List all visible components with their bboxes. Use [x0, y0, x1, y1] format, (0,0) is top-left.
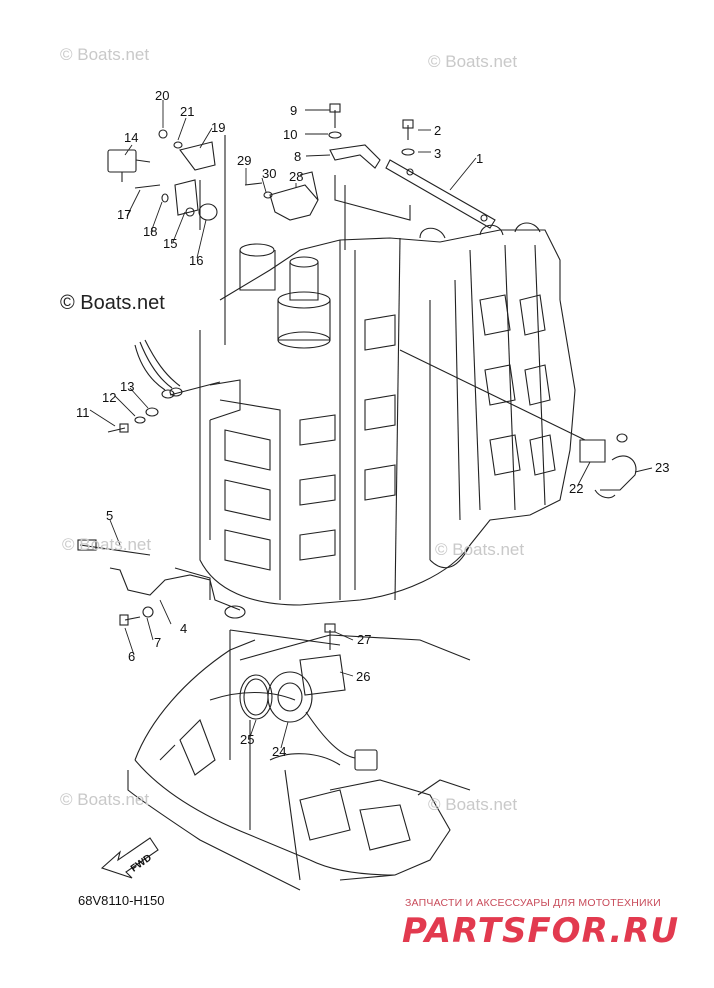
- watermark: © Boats.net: [62, 535, 152, 554]
- callout-20: 20: [155, 88, 170, 103]
- callout-28: 28: [289, 169, 304, 184]
- callout-1: 1: [476, 151, 484, 166]
- callout-22: 22: [569, 481, 584, 496]
- callout-3: 3: [434, 146, 442, 161]
- crankshaft-top: [239, 243, 331, 349]
- trim-sensor: [229, 623, 378, 771]
- callout-30: 30: [262, 166, 277, 181]
- callout-7: 7: [154, 635, 162, 650]
- brand-logo[interactable]: PARTSFOR.RU: [402, 911, 680, 951]
- callout-15: 15: [163, 236, 178, 251]
- watermark: © Boats.net: [60, 292, 165, 314]
- watermark: © Boats.net: [60, 790, 150, 809]
- wire-harness: [107, 339, 221, 433]
- callout-26: 26: [356, 669, 371, 684]
- callout-6: 6: [128, 649, 136, 664]
- diagram-code: 68V8110-H150: [78, 893, 165, 908]
- sensor-cluster: [107, 129, 319, 345]
- temperature-sensor: [399, 349, 637, 499]
- watermark: © Boats.net: [428, 795, 518, 814]
- callout-10: 10: [283, 127, 298, 142]
- top-brackets: [328, 103, 496, 250]
- callout-25: 25: [240, 732, 255, 747]
- callout-8: 8: [294, 149, 302, 164]
- cylinder-block: [199, 222, 576, 606]
- watermark: © Boats.net: [60, 45, 150, 64]
- bottom-cowling: [127, 634, 471, 891]
- callout-4: 4: [180, 621, 188, 636]
- callout-11: 11: [76, 405, 90, 420]
- brand-tagline: ЗАПЧАСТИ И АКСЕССУАРЫ ДЛЯ МОТОТЕХНИКИ: [405, 897, 661, 909]
- callout-27: 27: [357, 632, 372, 647]
- watermark: © Boats.net: [435, 540, 525, 559]
- lower-bracket: [77, 539, 246, 626]
- fwd-arrow: [100, 837, 159, 879]
- callout-12: 12: [102, 390, 117, 405]
- callout-18: 18: [143, 224, 158, 239]
- callout-5: 5: [106, 508, 114, 523]
- callout-14: 14: [124, 130, 139, 145]
- callout-16: 16: [189, 253, 204, 268]
- callout-13: 13: [120, 379, 135, 394]
- callout-24: 24: [272, 744, 287, 759]
- callout-9: 9: [290, 103, 298, 118]
- callout-21: 21: [180, 104, 195, 119]
- watermark: © Boats.net: [428, 52, 518, 71]
- callout-2: 2: [434, 123, 442, 138]
- callout-19: 19: [211, 120, 226, 135]
- callout-23: 23: [655, 460, 670, 475]
- leader-lines: [89, 100, 653, 749]
- callout-17: 17: [117, 207, 132, 222]
- callout-29: 29: [237, 153, 252, 168]
